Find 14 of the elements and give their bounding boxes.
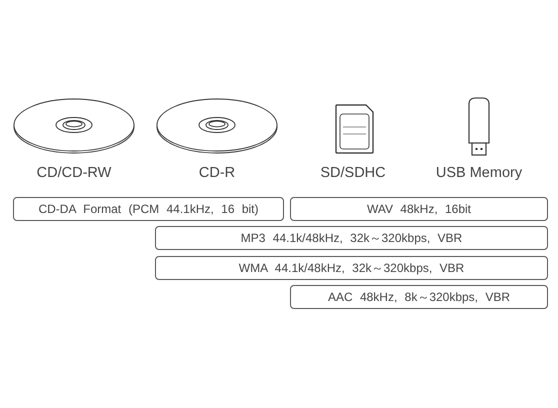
format-bar bbox=[155, 256, 548, 280]
format-bar bbox=[13, 197, 284, 221]
format-spec: WAV 48kHz, 16bit bbox=[366, 202, 472, 216]
media-label: USB Memory bbox=[436, 165, 522, 181]
format-spec: MP3 44.1k/48kHz, 32k～320kbps, VBR bbox=[240, 230, 462, 246]
format-spec: CD-DA Format (PCM 44.1kHz, 16 bit) bbox=[38, 202, 259, 216]
media-label: CD/CD-RW bbox=[36, 165, 112, 181]
format-spec: AAC 48kHz, 8k～320kbps, VBR bbox=[328, 288, 510, 306]
format-spec: WMA 44.1k/48kHz, 32k～320kbps, VBR bbox=[238, 260, 464, 276]
format-bar bbox=[290, 197, 548, 221]
media-label: SD/SDHC bbox=[320, 165, 386, 181]
media-label: CD-R bbox=[198, 165, 236, 181]
format-bar bbox=[290, 285, 548, 309]
format-bar bbox=[155, 226, 548, 250]
